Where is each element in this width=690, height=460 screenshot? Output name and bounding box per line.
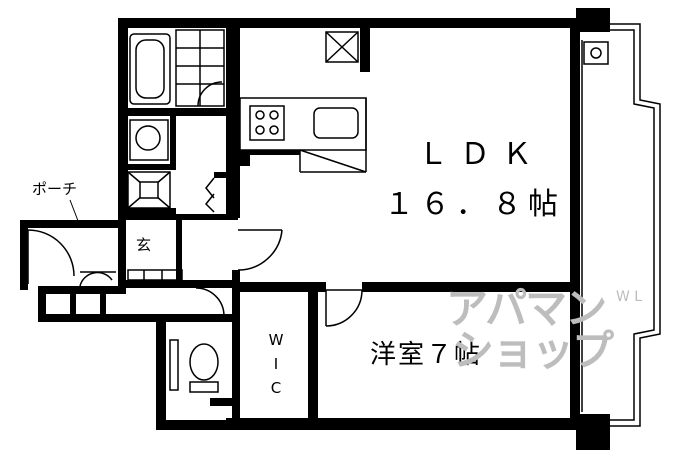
watermark-line1: アパマン <box>446 284 607 333</box>
walls <box>20 8 610 450</box>
room-label-entrance: 玄 <box>136 236 152 254</box>
room-label-wic: W I C <box>268 331 284 397</box>
fixtures <box>27 23 661 427</box>
watermark-sub: W L <box>616 289 643 305</box>
room-label-porch: ポーチ <box>32 180 78 198</box>
porch-pointer <box>69 199 81 227</box>
room-label-ldk: ＬＤＫ <box>418 137 544 172</box>
room-area-ldk: １６．８帖 <box>384 187 564 222</box>
watermark-line2: ショップ <box>452 326 614 375</box>
watermark-logo: アパマン ショップ W L <box>446 288 646 398</box>
room-label-bedroom: 洋室７帖 <box>370 340 483 370</box>
